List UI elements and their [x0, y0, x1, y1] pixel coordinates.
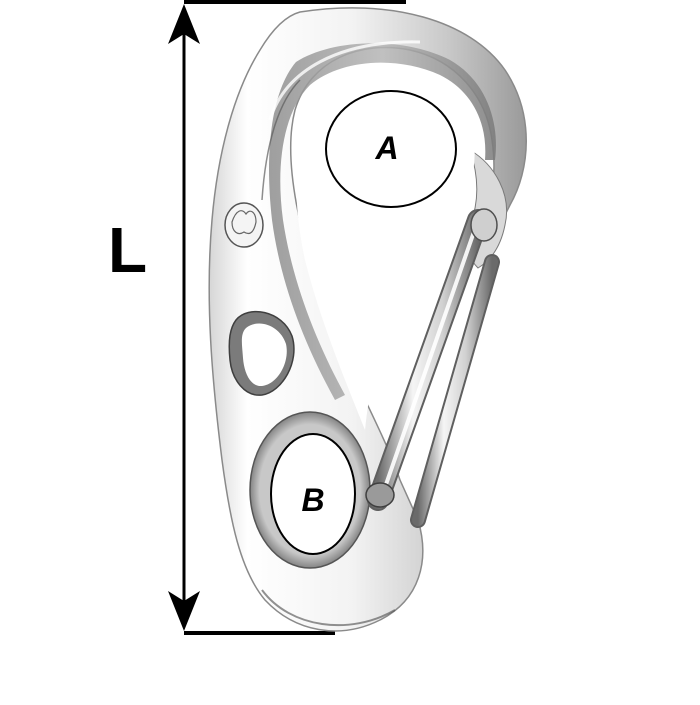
eye-a-outline — [325, 90, 457, 208]
arrow-up-icon — [168, 4, 200, 44]
length-dimension — [168, 0, 406, 635]
hook-bottom-edge — [261, 589, 396, 627]
arrow-down-icon — [168, 591, 200, 631]
logo-stamp-icon — [224, 202, 264, 248]
logo-stamp-detail — [231, 210, 257, 235]
hook-edge-line — [261, 79, 301, 201]
length-label: L — [108, 214, 148, 286]
logo-stamp — [224, 202, 264, 248]
eye-a — [296, 78, 475, 431]
middle-hole-opening — [241, 323, 287, 387]
eye-b-label: B — [301, 482, 325, 518]
eye-b — [249, 411, 371, 569]
gate-wire-back — [412, 256, 498, 526]
hook-highlight — [268, 40, 421, 121]
eye-a-label: A — [375, 130, 399, 166]
gate-latch — [470, 208, 498, 242]
eye-b-outline — [270, 433, 356, 555]
spring-gate — [365, 208, 500, 528]
middle-hole — [228, 310, 295, 396]
hook-inner-bend — [269, 43, 496, 400]
gate-wire-highlight — [380, 224, 478, 498]
gate-hinge — [365, 482, 395, 508]
